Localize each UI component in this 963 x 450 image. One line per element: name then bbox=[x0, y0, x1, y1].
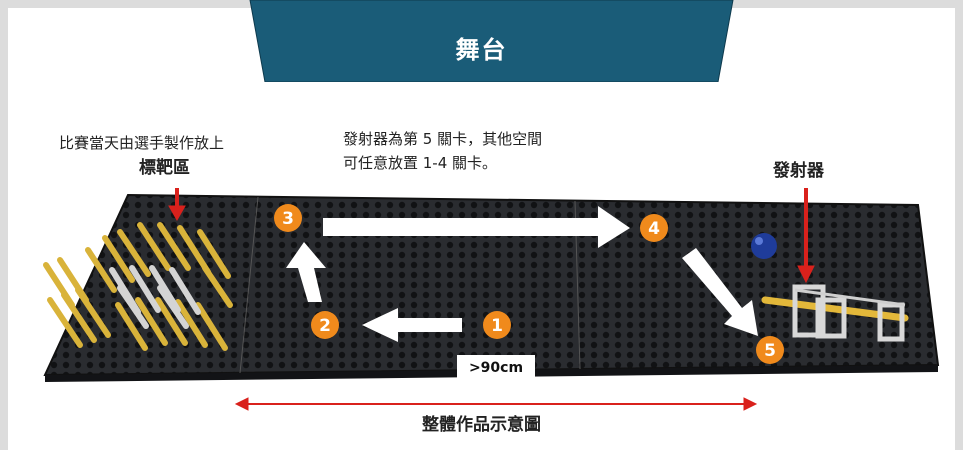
size-label: >90cm bbox=[457, 355, 535, 381]
marker-4: 4 bbox=[640, 214, 668, 242]
red-arrows bbox=[168, 188, 815, 411]
marker-5: 5 bbox=[756, 336, 784, 364]
level-note-line1: 發射器為第 5 關卡，其他空間 bbox=[343, 130, 543, 148]
launcher-label: 發射器 bbox=[773, 161, 824, 181]
target-pegs bbox=[43, 222, 233, 351]
svg-text:1: 1 bbox=[491, 316, 503, 336]
target-area-note: 比賽當天由選手製作放上 bbox=[59, 134, 225, 152]
marker-3: 3 bbox=[274, 204, 302, 232]
launcher-device bbox=[761, 284, 909, 342]
marker-1: 1 bbox=[483, 311, 511, 339]
figure-caption: 整體作品示意圖 bbox=[422, 415, 541, 435]
blue-ball bbox=[751, 233, 777, 259]
target-area-label: 標靶區 bbox=[139, 158, 190, 178]
title-banner bbox=[249, 0, 734, 82]
marker-2: 2 bbox=[311, 311, 339, 339]
level-note-line2: 可任意放置 1-4 關卡。 bbox=[343, 154, 498, 172]
svg-text:2: 2 bbox=[319, 316, 331, 336]
svg-text:3: 3 bbox=[282, 209, 294, 229]
svg-text:4: 4 bbox=[648, 219, 660, 239]
svg-text:5: 5 bbox=[764, 341, 776, 361]
slide-title: 舞台 bbox=[455, 36, 508, 64]
path-arrows bbox=[286, 206, 758, 342]
